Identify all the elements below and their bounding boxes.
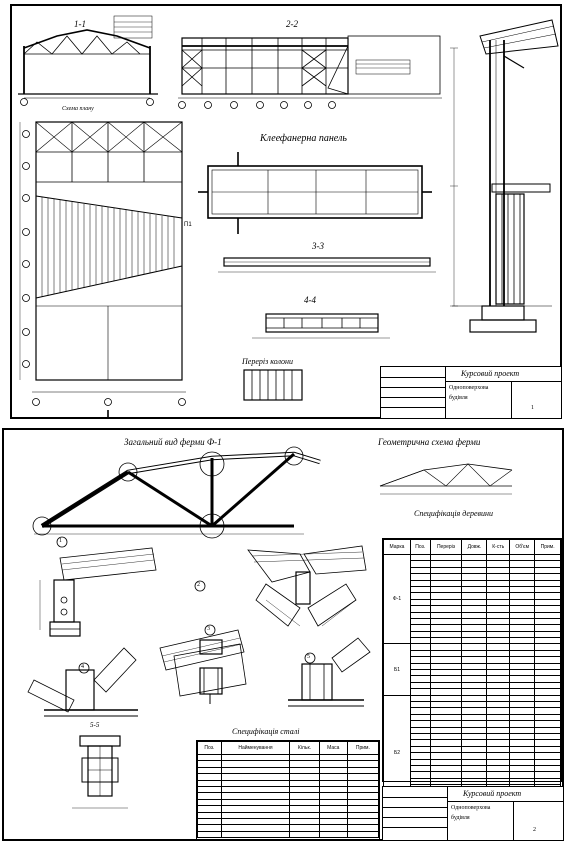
node-mark-4: 4 — [81, 664, 84, 670]
title-block-2-line1: Одноповерхова — [451, 805, 491, 811]
mark-p1: П1 — [184, 222, 192, 228]
node-3-detail — [159, 629, 247, 704]
title-block-2-sheet: 2 — [533, 827, 536, 833]
section-2-2-label: 2-2 — [286, 19, 298, 29]
node-2-detail — [247, 545, 367, 627]
section-3-3-label: 3-3 — [312, 241, 324, 251]
steel-specification-table: Поз. Найменування Кільк. Маса Прим. — [196, 740, 380, 840]
steel-header-note: Прим. — [346, 741, 380, 755]
node-1-detail — [39, 547, 157, 637]
title-block-1: Курсовий проект Одноповерхова будівля 1 — [380, 366, 562, 419]
spec-header-section: Переріз — [429, 539, 463, 555]
sheet-1-drawing — [18, 15, 559, 418]
spec-header-length: Довж. — [461, 539, 488, 555]
node-mark-2: 2 — [197, 582, 200, 588]
section-4-4-label: 4-4 — [304, 295, 316, 305]
steel-header-pos: Поз. — [197, 741, 222, 755]
spec-header-qty: К-сть — [486, 539, 511, 555]
node-mark-1: 1 — [59, 538, 62, 544]
drawing-sheet-2: Загальний вид ферми Ф-1 Геометрична схем… — [2, 428, 564, 841]
truss-general-view-title: Загальний вид ферми Ф-1 — [124, 437, 222, 447]
section-1-1-label: 1-1 — [74, 19, 86, 29]
timber-specification-table: Марка Поз. Переріз Довж. К-сть Об'єм При… — [382, 538, 562, 811]
section-5-5 — [72, 735, 128, 809]
spec-header-volume: Об'єм — [509, 539, 536, 555]
roof-plan — [19, 121, 186, 406]
spec-header-note: Прим. — [534, 539, 561, 555]
spec-header-pos: Поз. — [409, 539, 431, 555]
title-block-1-line2: будівля — [449, 395, 468, 401]
column-section-title: Переріз колони — [242, 357, 294, 366]
title-block-2: Курсовий проект Одноповерхова будівля 2 — [382, 786, 564, 841]
steel-header-mass: Маса — [318, 741, 348, 755]
truss-general-view — [32, 446, 321, 539]
spec-group-f1: Ф-1 — [383, 553, 411, 645]
panel-plan-view — [198, 152, 432, 234]
node-5-detail — [288, 637, 371, 707]
spec-title-right: Специфікація деревини — [414, 509, 493, 518]
column-wall-section — [450, 19, 559, 333]
column-cross-section — [243, 369, 303, 401]
title-block-2-line2: будівля — [451, 815, 470, 821]
title-block-1-sheet: 1 — [531, 405, 534, 411]
sheet-2-drawing — [27, 446, 513, 809]
node-mark-5: 5 — [307, 654, 310, 660]
geometric-scheme-title: Геометрична схема ферми — [378, 437, 481, 447]
section-1-1-frame — [18, 15, 158, 106]
node-mark-3: 3 — [207, 626, 210, 632]
drawing-sheet-1: 1-1 2-2 3-3 4-4 Клеефанерна панель Перер… — [10, 4, 562, 419]
section-3-3 — [218, 257, 436, 273]
geometric-truss-scheme — [379, 463, 513, 495]
spec-header-mark: Марка — [383, 539, 411, 555]
section-4-4 — [252, 313, 390, 339]
panel-title: Клеефанерна панель — [260, 133, 347, 144]
title-block-1-line1: Одноповерхова — [449, 385, 489, 391]
steel-header-name: Найменування — [220, 741, 291, 755]
steel-header-qty: Кільк. — [289, 741, 320, 755]
section-2-2-frame — [178, 35, 442, 109]
section-5-5-label: 5-5 — [90, 721, 100, 729]
plan-caption: Схема плану — [62, 106, 94, 112]
title-block-2-title: Курсовий проект — [463, 789, 522, 798]
node-4-detail — [27, 647, 138, 717]
spec-title-bottom: Специфікація сталі — [232, 727, 300, 736]
spec-group-b1: Б1 — [383, 643, 411, 696]
title-block-1-title: Курсовий проект — [461, 369, 520, 378]
